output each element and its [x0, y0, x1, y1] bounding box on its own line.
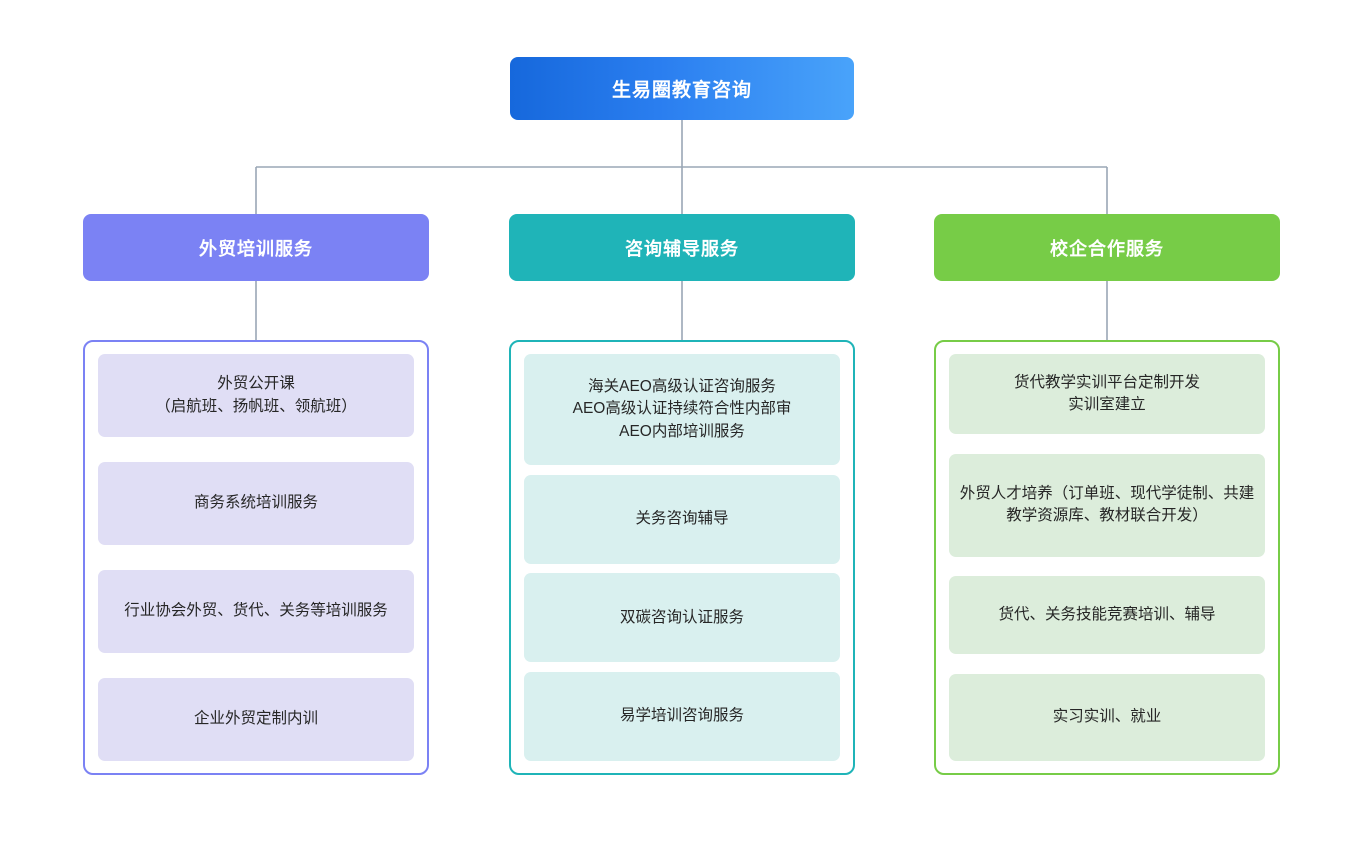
leaf-item[interactable]: 关务咨询辅导 [524, 474, 840, 564]
branch-header-label: 外贸培训服务 [199, 238, 313, 259]
branch-column-training: 外贸培训服务 外贸公开课 （启航班、扬帆班、领航班） 商务系统培训服务 行业协会… [83, 214, 429, 775]
leaf-item[interactable]: 易学培训咨询服务 [524, 671, 840, 761]
root-node-label: 生易圈教育咨询 [611, 80, 752, 101]
leaf-item[interactable]: 实习实训、就业 [949, 673, 1265, 761]
branch-body-school-enterprise: 货代教学实训平台定制开发 实训室建立 外贸人才培养（订单班、现代学徒制、共建教学… [934, 340, 1280, 775]
leaf-item[interactable]: 双碳咨询认证服务 [524, 573, 840, 663]
branch-header-training[interactable]: 外贸培训服务 [83, 214, 429, 281]
branch-header-label: 校企合作服务 [1050, 238, 1164, 259]
leaf-item[interactable]: 商务系统培训服务 [98, 462, 414, 545]
branch-header-label: 咨询辅导服务 [625, 238, 739, 259]
leaf-item[interactable]: 行业协会外贸、货代、关务等培训服务 [98, 570, 414, 653]
branch-body-consulting: 海关AEO高级认证咨询服务 AEO高级认证持续符合性内部审 AEO内部培训服务 … [509, 340, 855, 775]
branch-body-training: 外贸公开课 （启航班、扬帆班、领航班） 商务系统培训服务 行业协会外贸、货代、关… [83, 340, 429, 775]
leaf-item[interactable]: 海关AEO高级认证咨询服务 AEO高级认证持续符合性内部审 AEO内部培训服务 [524, 354, 840, 465]
branch-header-school-enterprise[interactable]: 校企合作服务 [934, 214, 1280, 281]
leaf-item[interactable]: 货代、关务技能竞赛培训、辅导 [949, 576, 1265, 655]
leaf-item[interactable]: 外贸人才培养（订单班、现代学徒制、共建教学资源库、教材联合开发） [949, 453, 1265, 557]
branch-column-consulting: 咨询辅导服务 海关AEO高级认证咨询服务 AEO高级认证持续符合性内部审 AEO… [509, 214, 855, 775]
branch-header-consulting[interactable]: 咨询辅导服务 [509, 214, 855, 281]
root-node[interactable]: 生易圈教育咨询 [510, 57, 854, 120]
leaf-item[interactable]: 企业外贸定制内训 [98, 678, 414, 761]
branch-column-school-enterprise: 校企合作服务 货代教学实训平台定制开发 实训室建立 外贸人才培养（订单班、现代学… [934, 214, 1280, 775]
leaf-item[interactable]: 货代教学实训平台定制开发 实训室建立 [949, 354, 1265, 434]
leaf-item[interactable]: 外贸公开课 （启航班、扬帆班、领航班） [98, 354, 414, 437]
